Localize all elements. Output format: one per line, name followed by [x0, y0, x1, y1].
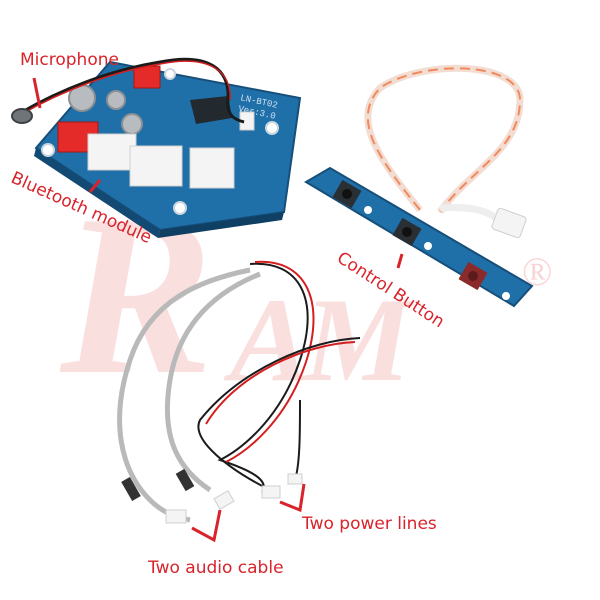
bluetooth-module-board: LN-BT02 Ver:3.0 [34, 60, 302, 238]
microphone-label: Microphone [20, 50, 119, 70]
audio-cable-plug-2 [213, 490, 235, 510]
control-button-board [304, 166, 534, 308]
microphone-capsule [11, 108, 33, 124]
power-line-plug-1 [261, 485, 281, 499]
audio-cable-label: Two audio cable [148, 558, 284, 578]
power-line-plug-2 [287, 473, 303, 485]
annotation-pointers [32, 77, 404, 543]
control-board-plug [491, 207, 527, 239]
power-lines-label: Two power lines [302, 514, 437, 534]
audio-cable-plug-1 [165, 509, 187, 524]
